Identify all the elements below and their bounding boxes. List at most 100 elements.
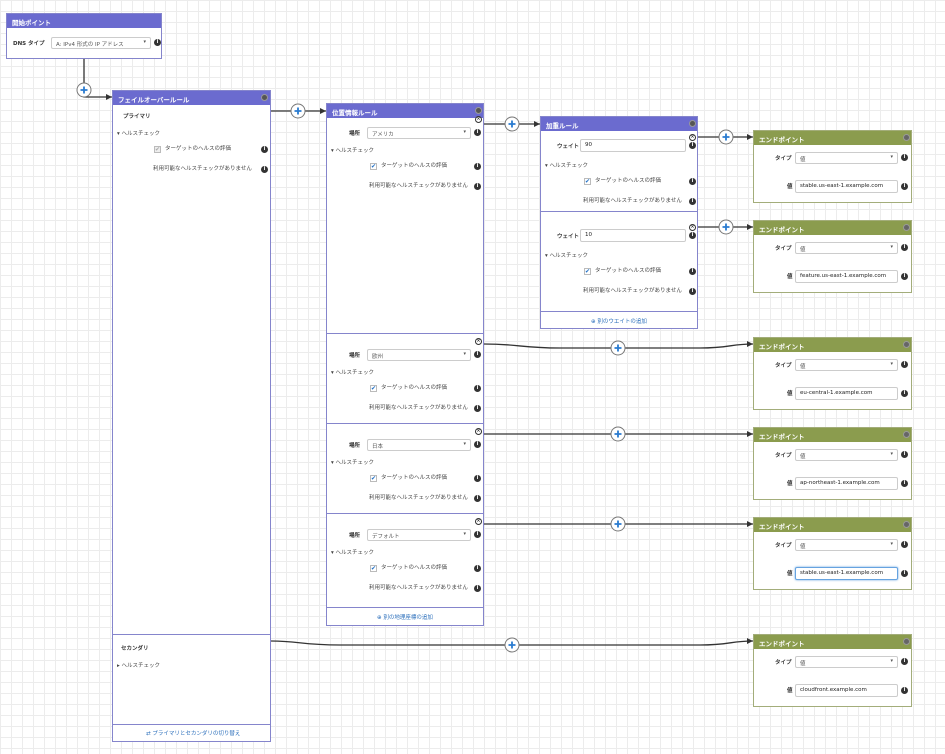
arrow-icon: [747, 431, 753, 437]
location-select[interactable]: デフォルト▾: [367, 529, 471, 541]
type-select[interactable]: 値▾: [795, 656, 898, 668]
add-location-link[interactable]: ⊕ 別の地理座標の追加: [377, 615, 433, 621]
info-icon[interactable]: i: [474, 129, 481, 136]
info-icon[interactable]: i: [474, 531, 481, 538]
switch-primary-secondary-link[interactable]: ⇄ プライマリとセカンダリの切り替え: [146, 731, 241, 737]
info-icon[interactable]: i: [901, 451, 908, 458]
remove-endpoint-icon[interactable]: [903, 341, 910, 348]
info-icon[interactable]: i: [261, 146, 268, 153]
remove-icon[interactable]: ×: [689, 224, 696, 231]
info-icon[interactable]: i: [474, 351, 481, 358]
add-rule-button[interactable]: [290, 103, 306, 119]
value-input[interactable]: eu-central-1.example.com: [795, 387, 898, 400]
health-check-toggle[interactable]: ▾ ヘルスチェック: [117, 131, 161, 137]
remove-icon[interactable]: ×: [475, 518, 482, 525]
type-select[interactable]: 値▾: [795, 359, 898, 371]
remove-endpoint-icon[interactable]: [903, 431, 910, 438]
add-weight-link[interactable]: ⊕ 別のウエイトの追加: [591, 319, 647, 325]
box-title: フェイルオーバールール: [113, 91, 270, 105]
remove-endpoint-icon[interactable]: [903, 521, 910, 528]
info-icon[interactable]: i: [474, 163, 481, 170]
dns-type-select[interactable]: A: IPv4 形式の IP アドレス▾: [51, 37, 151, 49]
type-label: タイプ: [775, 543, 792, 549]
add-rule-button[interactable]: [718, 219, 734, 235]
value-input[interactable]: ap-northeast-1.example.com: [795, 477, 898, 490]
info-icon[interactable]: i: [689, 268, 696, 275]
health-check-toggle[interactable]: ▾ ヘルスチェック: [545, 253, 589, 259]
health-check-toggle[interactable]: ▸ ヘルスチェック: [117, 663, 161, 669]
remove-endpoint-icon[interactable]: [903, 134, 910, 141]
add-rule-button[interactable]: [76, 82, 92, 98]
info-icon[interactable]: i: [901, 154, 908, 161]
type-select[interactable]: 値▾: [795, 152, 898, 164]
info-icon[interactable]: i: [474, 183, 481, 190]
info-icon[interactable]: i: [474, 385, 481, 392]
remove-rule-icon[interactable]: [475, 107, 482, 114]
health-check-toggle[interactable]: ▾ ヘルスチェック: [331, 550, 375, 556]
add-rule-button[interactable]: [610, 516, 626, 532]
type-select[interactable]: 値▾: [795, 449, 898, 461]
add-rule-button[interactable]: [610, 426, 626, 442]
info-icon[interactable]: i: [901, 273, 908, 280]
add-rule-button[interactable]: [718, 129, 734, 145]
value-input[interactable]: stable.us-east-1.example.com: [795, 567, 898, 580]
info-icon[interactable]: i: [689, 178, 696, 185]
info-icon[interactable]: i: [474, 441, 481, 448]
remove-icon[interactable]: ×: [475, 116, 482, 123]
type-label: タイプ: [775, 660, 792, 666]
health-check-toggle[interactable]: ▾ ヘルスチェック: [545, 163, 589, 169]
location-select[interactable]: 日本▾: [367, 439, 471, 451]
select-value: 日本: [372, 444, 384, 450]
value-input[interactable]: feature.us-east-1.example.com: [795, 270, 898, 283]
add-rule-button[interactable]: [610, 340, 626, 356]
health-check-toggle[interactable]: ▾ ヘルスチェック: [331, 460, 375, 466]
info-icon[interactable]: i: [901, 361, 908, 368]
remove-endpoint-icon[interactable]: [903, 224, 910, 231]
evaluate-health-checkbox[interactable]: ✔: [370, 565, 377, 572]
evaluate-health-checkbox[interactable]: ✔: [370, 163, 377, 170]
remove-icon[interactable]: ×: [475, 428, 482, 435]
info-icon[interactable]: i: [474, 495, 481, 502]
evaluate-health-checkbox[interactable]: ✔: [370, 385, 377, 392]
value-input[interactable]: stable.us-east-1.example.com: [795, 180, 898, 193]
add-rule-button[interactable]: [504, 637, 520, 653]
evaluate-health-checkbox[interactable]: ✔: [370, 475, 377, 482]
evaluate-health-checkbox[interactable]: ✔: [584, 178, 591, 185]
connector-line: [483, 343, 754, 349]
remove-rule-icon[interactable]: [261, 94, 268, 101]
info-icon[interactable]: i: [901, 658, 908, 665]
remove-icon[interactable]: ×: [475, 338, 482, 345]
info-icon[interactable]: i: [901, 570, 908, 577]
info-icon[interactable]: i: [689, 198, 696, 205]
weight-input[interactable]: 90: [580, 139, 686, 152]
remove-icon[interactable]: ×: [689, 134, 696, 141]
info-icon[interactable]: i: [901, 541, 908, 548]
value-input[interactable]: cloudfront.example.com: [795, 684, 898, 697]
info-icon[interactable]: i: [474, 585, 481, 592]
remove-rule-icon[interactable]: [689, 120, 696, 127]
type-select[interactable]: 値▾: [795, 539, 898, 551]
health-check-toggle[interactable]: ▾ ヘルスチェック: [331, 370, 375, 376]
info-icon[interactable]: i: [474, 565, 481, 572]
location-select[interactable]: 欧州▾: [367, 349, 471, 361]
info-icon[interactable]: i: [474, 475, 481, 482]
info-icon[interactable]: i: [689, 142, 696, 149]
info-icon[interactable]: i: [901, 183, 908, 190]
add-rule-button[interactable]: [504, 116, 520, 132]
info-icon[interactable]: i: [901, 244, 908, 251]
info-icon[interactable]: i: [901, 480, 908, 487]
health-check-toggle[interactable]: ▾ ヘルスチェック: [331, 148, 375, 154]
info-icon[interactable]: i: [261, 166, 268, 173]
type-select[interactable]: 値▾: [795, 242, 898, 254]
weight-input[interactable]: 10: [580, 229, 686, 242]
evaluate-health-checkbox[interactable]: ✔: [584, 268, 591, 275]
info-icon[interactable]: i: [689, 232, 696, 239]
info-icon[interactable]: i: [154, 39, 161, 46]
location-select[interactable]: アメリカ▾: [367, 127, 471, 139]
info-icon[interactable]: i: [474, 405, 481, 412]
info-icon[interactable]: i: [901, 390, 908, 397]
remove-endpoint-icon[interactable]: [903, 638, 910, 645]
evaluate-health-checkbox: ✔: [154, 146, 161, 153]
info-icon[interactable]: i: [901, 687, 908, 694]
info-icon[interactable]: i: [689, 288, 696, 295]
